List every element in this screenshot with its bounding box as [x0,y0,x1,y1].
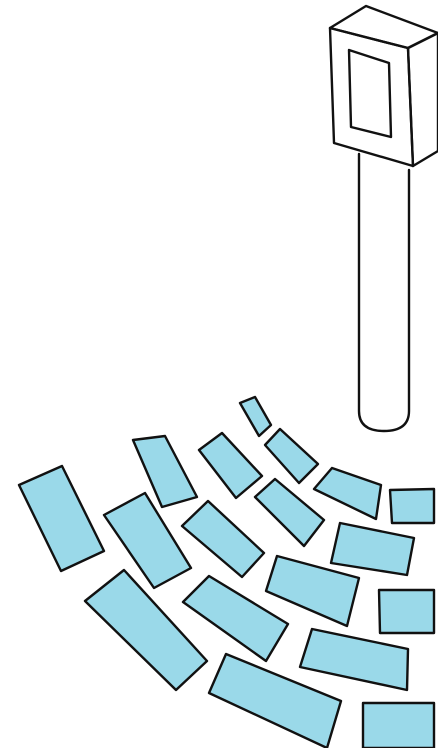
tile-15 [329,521,416,577]
tile-9 [253,477,326,548]
tile-5 [180,499,266,579]
signal-post-icon [328,4,438,433]
tile-10 [264,554,361,628]
tile-18 [361,701,436,748]
tile-13 [263,427,320,485]
tile-1 [17,464,106,573]
tile-11 [298,627,410,692]
tile-6 [181,574,290,663]
tile-16 [388,487,436,525]
tile-fan [17,395,436,748]
post-box-window [347,48,393,139]
tile-2 [102,491,193,590]
post-box-side [406,31,438,168]
tile-14 [312,466,383,521]
tile-3 [83,568,209,692]
tile-8 [197,431,264,500]
tile-7 [207,652,343,748]
tile-12 [238,395,273,438]
post-pole [357,152,411,433]
post-box-front [328,26,415,168]
tile-17 [377,588,436,635]
tile-4 [131,434,199,509]
